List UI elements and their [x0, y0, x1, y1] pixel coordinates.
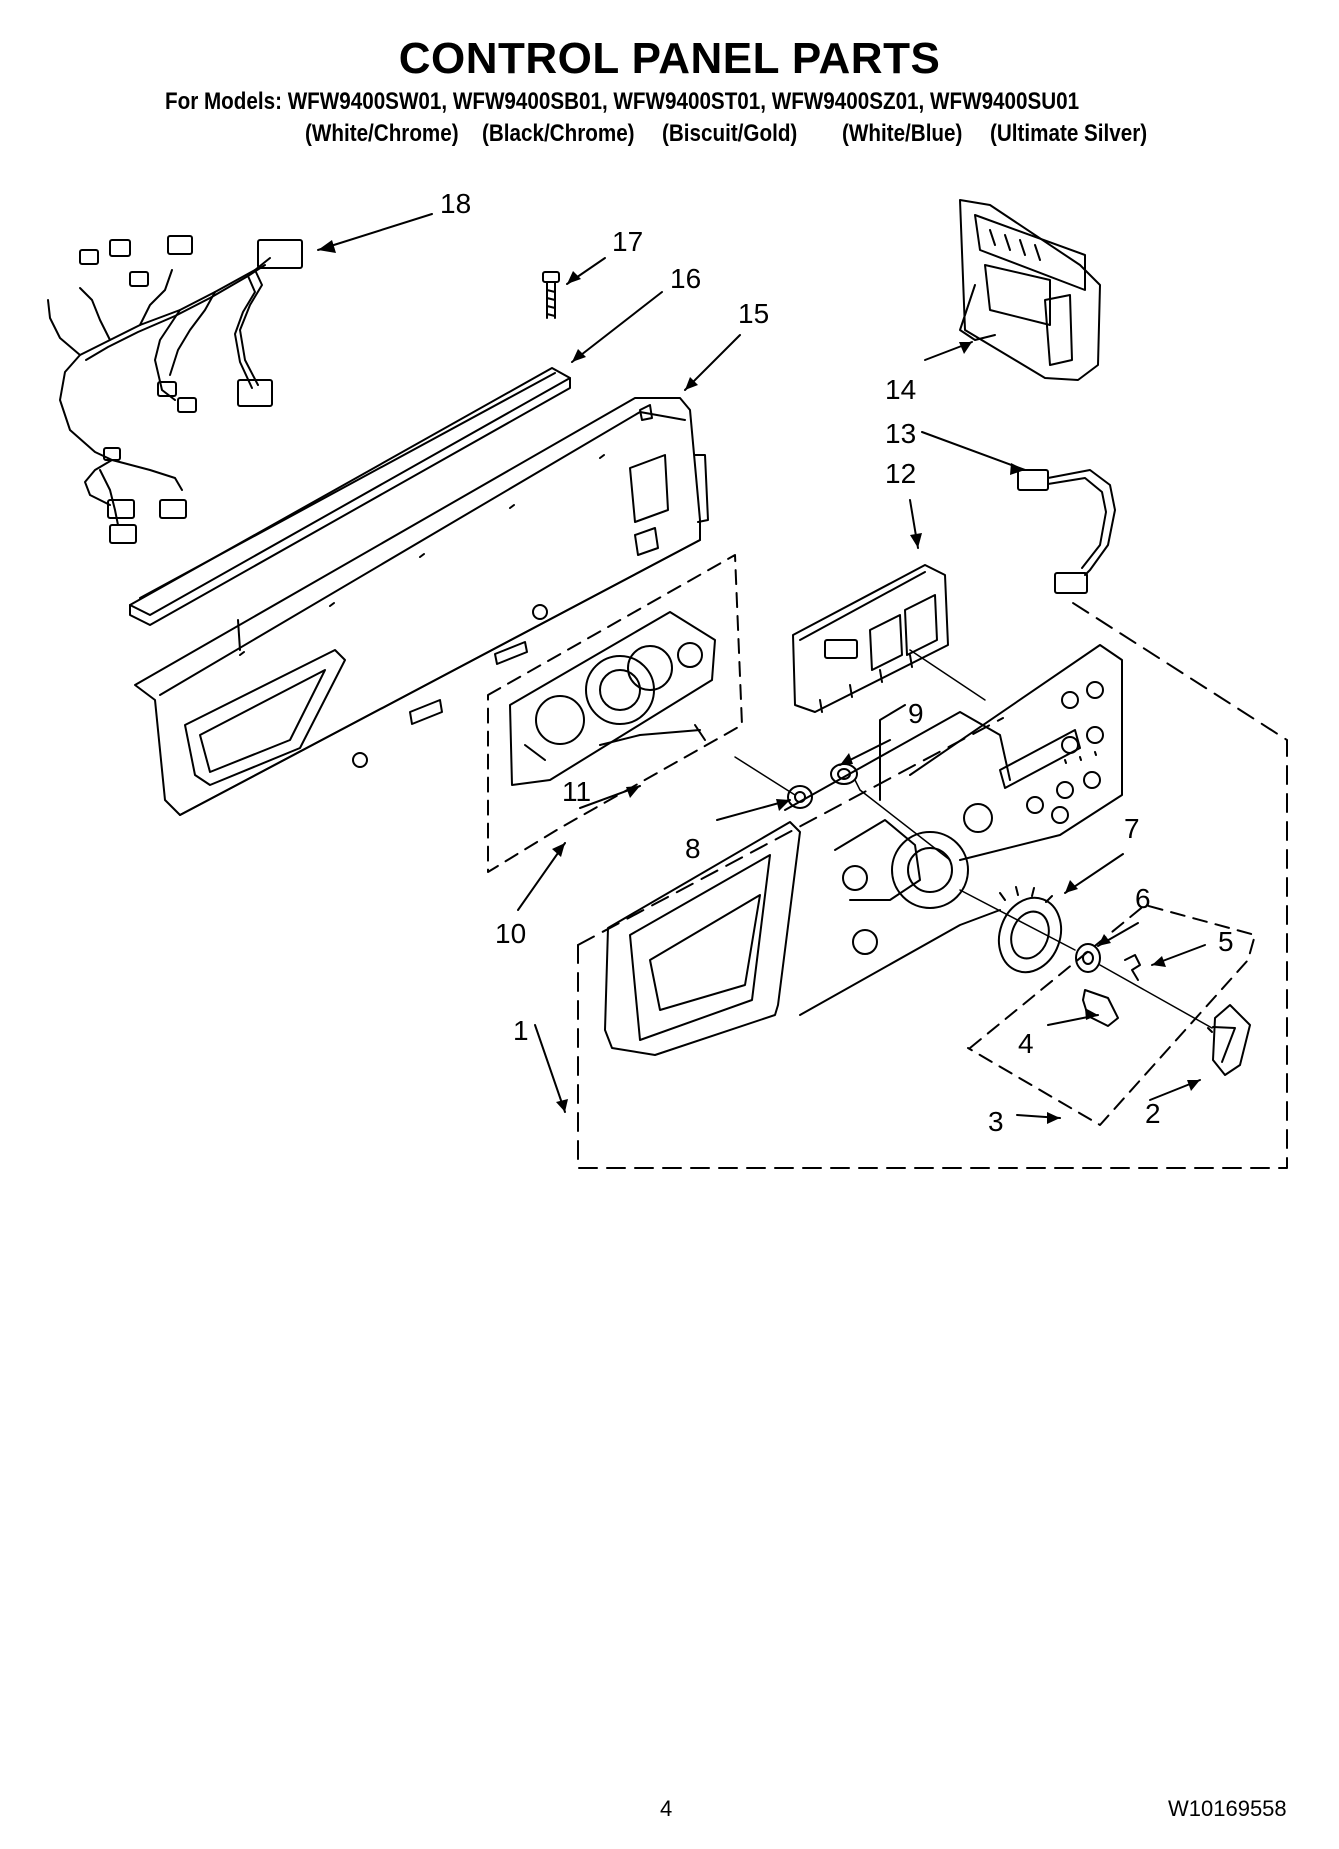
- variant-white-chrome: (White/Chrome): [305, 120, 459, 147]
- control-panel-backing-drawing: [134, 397, 709, 816]
- gear-9-drawing: [830, 763, 858, 785]
- callout-4: 4: [1018, 1028, 1034, 1059]
- spring-clip-drawing: [1124, 954, 1141, 981]
- callout-16: 16: [670, 263, 702, 294]
- callout-1: 1: [513, 1015, 529, 1046]
- arrowheads: [318, 240, 1200, 1124]
- callout-13: 13: [885, 418, 917, 449]
- connector-wire-drawing: [1017, 469, 1116, 594]
- callout-7: 7: [1124, 813, 1140, 844]
- callout-2: 2: [1145, 1098, 1161, 1129]
- callout-17: 17: [612, 226, 644, 257]
- dashed-group-1: [577, 602, 1288, 1169]
- variant-ultimate-silver: (Ultimate Silver): [990, 120, 1148, 147]
- leader-lines: [317, 213, 1206, 1119]
- wire-harness-drawing: [47, 235, 303, 544]
- support-rail-drawing: [129, 367, 571, 626]
- encoder-assembly-drawing: [509, 611, 716, 786]
- page-title: CONTROL PANEL PARTS: [398, 34, 941, 83]
- variant-white-blue: (White/Blue): [842, 120, 963, 147]
- variant-biscuit-gold: (Biscuit/Gold): [662, 120, 798, 147]
- callout-6: 6: [1135, 883, 1151, 914]
- user-interface-board-drawing: [792, 564, 949, 713]
- callout-3: 3: [988, 1106, 1004, 1137]
- callout-9: 9: [908, 698, 924, 729]
- gear-8-drawing: [787, 785, 813, 809]
- dial-ring-drawing: [997, 886, 1063, 974]
- main-control-board-drawing: [959, 199, 1101, 381]
- page-number: 4: [660, 1796, 673, 1821]
- callout-11: 11: [562, 776, 592, 807]
- screw-drawing: [542, 271, 560, 319]
- knob-drawing: [1207, 1004, 1251, 1076]
- models-line: For Models: WFW9400SW01, WFW9400SB01, WF…: [165, 88, 1080, 115]
- insert-drawing: [1082, 989, 1119, 1027]
- dashed-group-10: [487, 554, 743, 873]
- variant-black-chrome: (Black/Chrome): [482, 120, 635, 147]
- callout-10: 10: [495, 918, 527, 949]
- callout-8: 8: [685, 833, 701, 864]
- callout-14: 14: [885, 374, 917, 405]
- callout-18: 18: [440, 188, 472, 219]
- callout-12: 12: [885, 458, 917, 489]
- callout-15: 15: [738, 298, 770, 329]
- bushing-drawing: [1075, 943, 1101, 973]
- console-housing-drawing: [604, 644, 1123, 1056]
- document-number: W10169558: [1168, 1796, 1287, 1821]
- callout-5: 5: [1218, 926, 1234, 957]
- dashed-group-3: [967, 904, 1256, 1126]
